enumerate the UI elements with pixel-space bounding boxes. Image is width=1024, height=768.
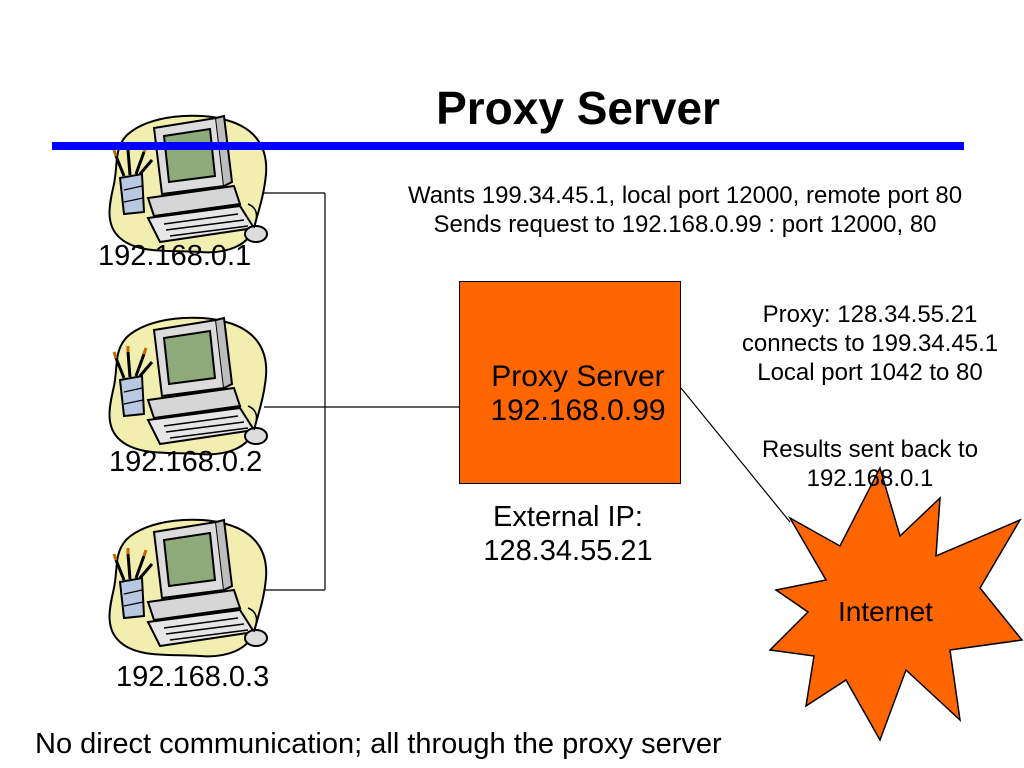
results-note-line-2: 192.168.0.1 — [806, 465, 934, 492]
proxy-note-line-3: Local port 1042 to 80 — [757, 359, 983, 386]
footer-caption: No direct communication; all through the… — [35, 728, 722, 760]
client-ip-label-3: 192.168.0.3 — [116, 661, 270, 693]
request-note-line-1: Wants 199.34.45.1, local port 12000, rem… — [407, 182, 963, 209]
client-ip-label-1: 192.168.0.1 — [98, 240, 252, 272]
title-underline — [52, 142, 964, 150]
proxy-server-box — [459, 281, 681, 484]
internet-label: Internet — [838, 596, 933, 627]
results-note-line-1: Results sent back to — [761, 436, 979, 463]
computer-icon-1 — [108, 114, 269, 254]
computer-icon-3 — [108, 518, 269, 658]
internet-starburst-icon — [768, 465, 1024, 742]
proxy-connect-note: Proxy: 128.34.55.21 connects to 199.34.4… — [714, 300, 1024, 387]
request-note-line-2: Sends request to 192.168.0.99 : port 120… — [433, 211, 937, 238]
page-title: Proxy Server — [436, 82, 720, 134]
proxy-note-line-1: Proxy: 128.34.55.21 — [762, 301, 978, 328]
external-ip-label: External IP: 128.34.55.21 — [452, 500, 684, 568]
proxy-server-name: Proxy Server — [491, 360, 665, 393]
external-ip-heading: External IP: — [493, 501, 643, 533]
proxy-server-ip: 192.168.0.99 — [490, 394, 666, 427]
proxy-server-label: Proxy Server 192.168.0.99 — [459, 360, 697, 428]
client-ip-label-2: 192.168.0.2 — [109, 446, 263, 478]
proxy-note-line-2: connects to 199.34.45.1 — [741, 330, 999, 357]
results-note: Results sent back to 192.168.0.1 — [714, 435, 1024, 493]
computer-icon-2 — [108, 316, 269, 456]
request-note: Wants 199.34.45.1, local port 12000, rem… — [342, 181, 1024, 239]
external-ip-value: 128.34.55.21 — [483, 535, 653, 567]
connection-lines — [264, 192, 791, 591]
